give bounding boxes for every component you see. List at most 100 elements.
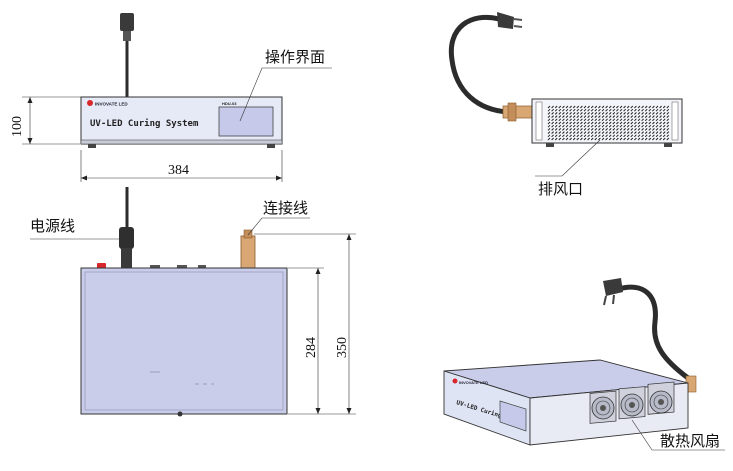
- vent-slat: [616, 134, 619, 138]
- vent-slat: [612, 115, 616, 118]
- vent-slat: [562, 134, 565, 138]
- vent-slat: [551, 128, 554, 131]
- vent-slat: [587, 137, 590, 141]
- vent-slat: [587, 134, 590, 138]
- vent-slat: [644, 108, 648, 112]
- vent-slat: [601, 137, 605, 141]
- vent-slat: [580, 137, 583, 141]
- vent-slat: [590, 131, 594, 134]
- vent-slat: [652, 131, 655, 134]
- vent-slat: [659, 134, 662, 138]
- vent-slat: [666, 112, 670, 115]
- vent-slat: [630, 118, 634, 122]
- vent-slat: [598, 115, 601, 118]
- vent-slat: [648, 121, 652, 125]
- vent-slat: [594, 131, 598, 134]
- vent-slat: [648, 118, 652, 122]
- vent-slat: [634, 105, 637, 109]
- vent-slat: [576, 105, 580, 109]
- vent-slat: [565, 105, 569, 109]
- vent-slat: [605, 112, 608, 115]
- vent-slat: [554, 131, 558, 134]
- power-plug-rear-icon: [497, 12, 514, 29]
- vent-slat: [580, 118, 583, 122]
- cooling-fan-icon: [618, 386, 646, 420]
- vent-slat: [662, 115, 666, 118]
- vent-slat: [612, 124, 616, 128]
- vent-slat: [583, 115, 587, 118]
- vent-slat: [626, 137, 630, 141]
- vent-slat: [662, 121, 666, 125]
- vent-slat: [641, 137, 644, 141]
- vent-slat: [612, 121, 616, 125]
- vent-slat: [587, 112, 590, 115]
- vent-slat: [565, 121, 569, 125]
- vent-slat: [637, 131, 641, 134]
- vent-slat: [655, 124, 659, 128]
- vent-slat: [644, 124, 648, 128]
- vent-slat: [598, 121, 601, 125]
- vent-slat: [583, 128, 587, 131]
- vent-slat: [648, 115, 652, 118]
- vent-slat: [558, 115, 562, 118]
- vent-slat: [612, 128, 616, 131]
- vent-slat: [623, 115, 626, 118]
- vent-slat: [626, 128, 630, 131]
- vent-slat: [608, 105, 612, 109]
- vent-slat: [605, 134, 608, 138]
- connector-top: [240, 235, 256, 269]
- vent-slat: [569, 131, 572, 134]
- vent-slat: [626, 124, 630, 128]
- vent-slat: [616, 137, 619, 141]
- vent-slat: [655, 105, 659, 109]
- vent-slat: [601, 134, 605, 138]
- vent-slat: [580, 134, 583, 138]
- vent-slat: [580, 115, 583, 118]
- vent-slat: [619, 105, 623, 109]
- vent-slat: [644, 134, 648, 138]
- vent-slat: [648, 131, 652, 134]
- vent-slat: [605, 115, 608, 118]
- vent-slat: [594, 134, 598, 138]
- vent-slat: [641, 105, 644, 109]
- vent-slat: [558, 124, 562, 128]
- vent-slat: [587, 118, 590, 122]
- vent-slat: [572, 115, 576, 118]
- vent-slat: [547, 105, 551, 109]
- vent-slat: [580, 128, 583, 131]
- vent-slat: [594, 118, 598, 122]
- vent-slat: [666, 118, 670, 122]
- vent-slat: [644, 121, 648, 125]
- vent-slat: [583, 108, 587, 112]
- vent-slat: [554, 128, 558, 131]
- vent-slat: [547, 118, 551, 122]
- vent-slat: [598, 131, 601, 134]
- vent-slat: [612, 131, 616, 134]
- isometric-view: INVOVATE LED UV-LED Curing System 散热风扇: [443, 278, 725, 451]
- power-plug-iso-icon: [603, 278, 623, 296]
- vent-slat: [580, 131, 583, 134]
- vent-slat: [565, 131, 569, 134]
- vent-slat: [652, 108, 655, 112]
- vent-slat: [616, 131, 619, 134]
- vent-slat: [641, 115, 644, 118]
- vent-slat: [626, 115, 630, 118]
- vent-slat: [558, 112, 562, 115]
- vent-slat: [594, 108, 598, 112]
- vent-slat: [590, 121, 594, 125]
- vent-slat: [619, 121, 623, 125]
- brand-label: INVOVATE LED: [95, 102, 128, 107]
- vent-slat: [652, 134, 655, 138]
- vent-slat: [554, 118, 558, 122]
- vent-slat: [576, 124, 580, 128]
- vent-slat: [590, 124, 594, 128]
- vent-slat: [583, 118, 587, 122]
- vent-slat: [637, 137, 641, 141]
- vent-slat: [641, 118, 644, 122]
- vent-slat: [605, 137, 608, 141]
- vent-slat: [551, 112, 554, 115]
- top-view: 电源线 连接线 284 350: [30, 187, 356, 417]
- vent-slat: [562, 128, 565, 131]
- vent-slat: [608, 112, 612, 115]
- vent-slat: [616, 124, 619, 128]
